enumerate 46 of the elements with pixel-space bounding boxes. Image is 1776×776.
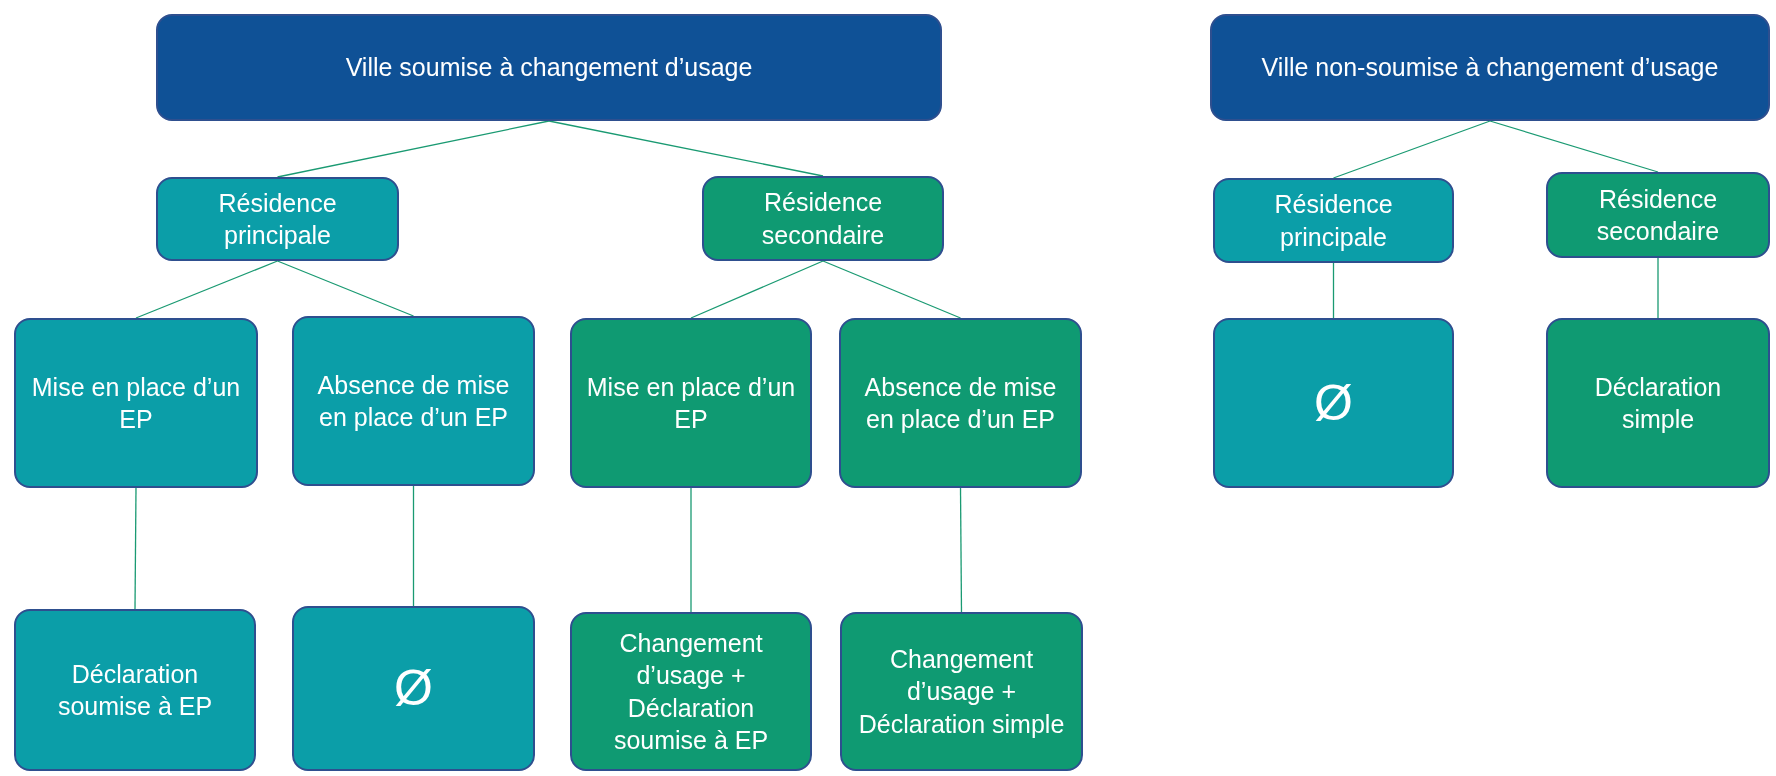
node-label: Ø: [1314, 373, 1353, 433]
category-box: [156, 177, 399, 261]
category-box: [292, 316, 535, 486]
category-box: [840, 612, 1083, 771]
category-box: [1546, 318, 1770, 488]
node-label: Déclaration simple: [1593, 371, 1723, 435]
connector-line: [690, 260, 824, 319]
node-label: Absence de mise en place d’un EP: [863, 371, 1058, 435]
category-box: [1546, 172, 1770, 258]
node-label: Résidence principale: [217, 187, 338, 251]
connector-line: [135, 260, 279, 319]
node-label: Changement d’usage + Déclaration soumise à EP: [612, 627, 770, 756]
category-box: [14, 609, 256, 771]
node-label: Absence de mise en place d’un EP: [316, 369, 511, 433]
connector-line: [690, 487, 692, 613]
connector-line: [959, 487, 963, 613]
category-box: [702, 176, 944, 261]
category-box: [1213, 318, 1454, 488]
category-box: [839, 318, 1082, 488]
node-label: Résidence principale: [1273, 189, 1394, 253]
category-box: [1213, 178, 1454, 263]
connector-line: [276, 120, 550, 178]
connector-line: [134, 487, 137, 610]
header-box: [1210, 14, 1770, 121]
connector-line: [548, 120, 824, 177]
connector-line: [1332, 120, 1491, 179]
connector-line: [1657, 257, 1659, 319]
category-box: [570, 612, 812, 771]
header-box: [156, 14, 942, 121]
connector-line: [276, 260, 415, 317]
node-label: Déclaration soumise à EP: [56, 658, 214, 722]
connector-line: [1489, 120, 1659, 173]
category-box: [292, 606, 535, 771]
connector-line: [412, 485, 415, 607]
node-label: Résidence secondaire: [760, 187, 886, 251]
category-box: [14, 318, 258, 488]
node-label: Changement d’usage + Déclaration simple: [857, 643, 1066, 740]
node-label: Ø: [394, 659, 433, 718]
connector-line: [1332, 262, 1335, 319]
category-box: [570, 318, 812, 488]
node-label: Mise en place d’un EP: [30, 371, 242, 435]
node-label: Ville non-soumise à changement d’usage: [1261, 52, 1719, 84]
node-label: Mise en place d’un EP: [585, 371, 797, 435]
node-label: Résidence secondaire: [1595, 183, 1721, 247]
node-label: Ville soumise à changement d’usage: [345, 52, 753, 84]
connector-line: [822, 260, 962, 319]
